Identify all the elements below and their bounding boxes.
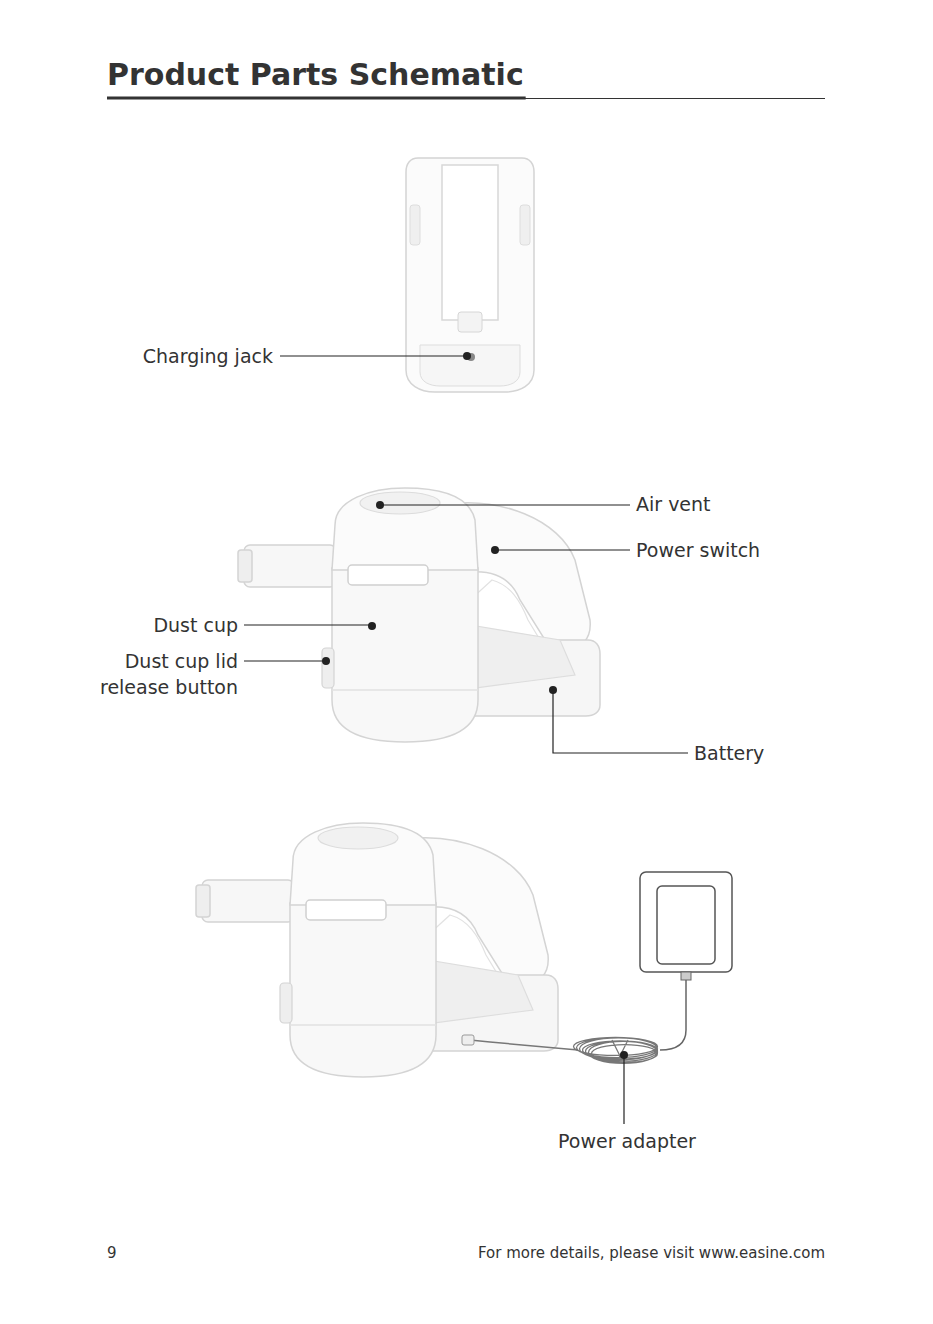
leader-lines <box>244 356 688 1124</box>
page-number: 9 <box>107 1243 117 1263</box>
leader-dots <box>322 352 628 1059</box>
power-adapter <box>462 872 732 1063</box>
part-label: Power switch <box>636 537 760 563</box>
part-label: Battery <box>694 740 764 766</box>
side-view <box>238 488 600 742</box>
part-label: Charging jack <box>143 343 273 369</box>
title-rule-thin <box>107 98 825 99</box>
part-label: Dust cup lid release button <box>73 648 238 700</box>
footer-note: For more details, please visit www.easin… <box>478 1243 825 1263</box>
part-label: Power adapter <box>558 1128 696 1154</box>
part-label: Air vent <box>636 491 711 517</box>
charging-view <box>196 823 558 1077</box>
page-title: Product Parts Schematic <box>107 57 524 93</box>
front-view <box>406 158 534 392</box>
part-label: Dust cup <box>153 612 238 638</box>
